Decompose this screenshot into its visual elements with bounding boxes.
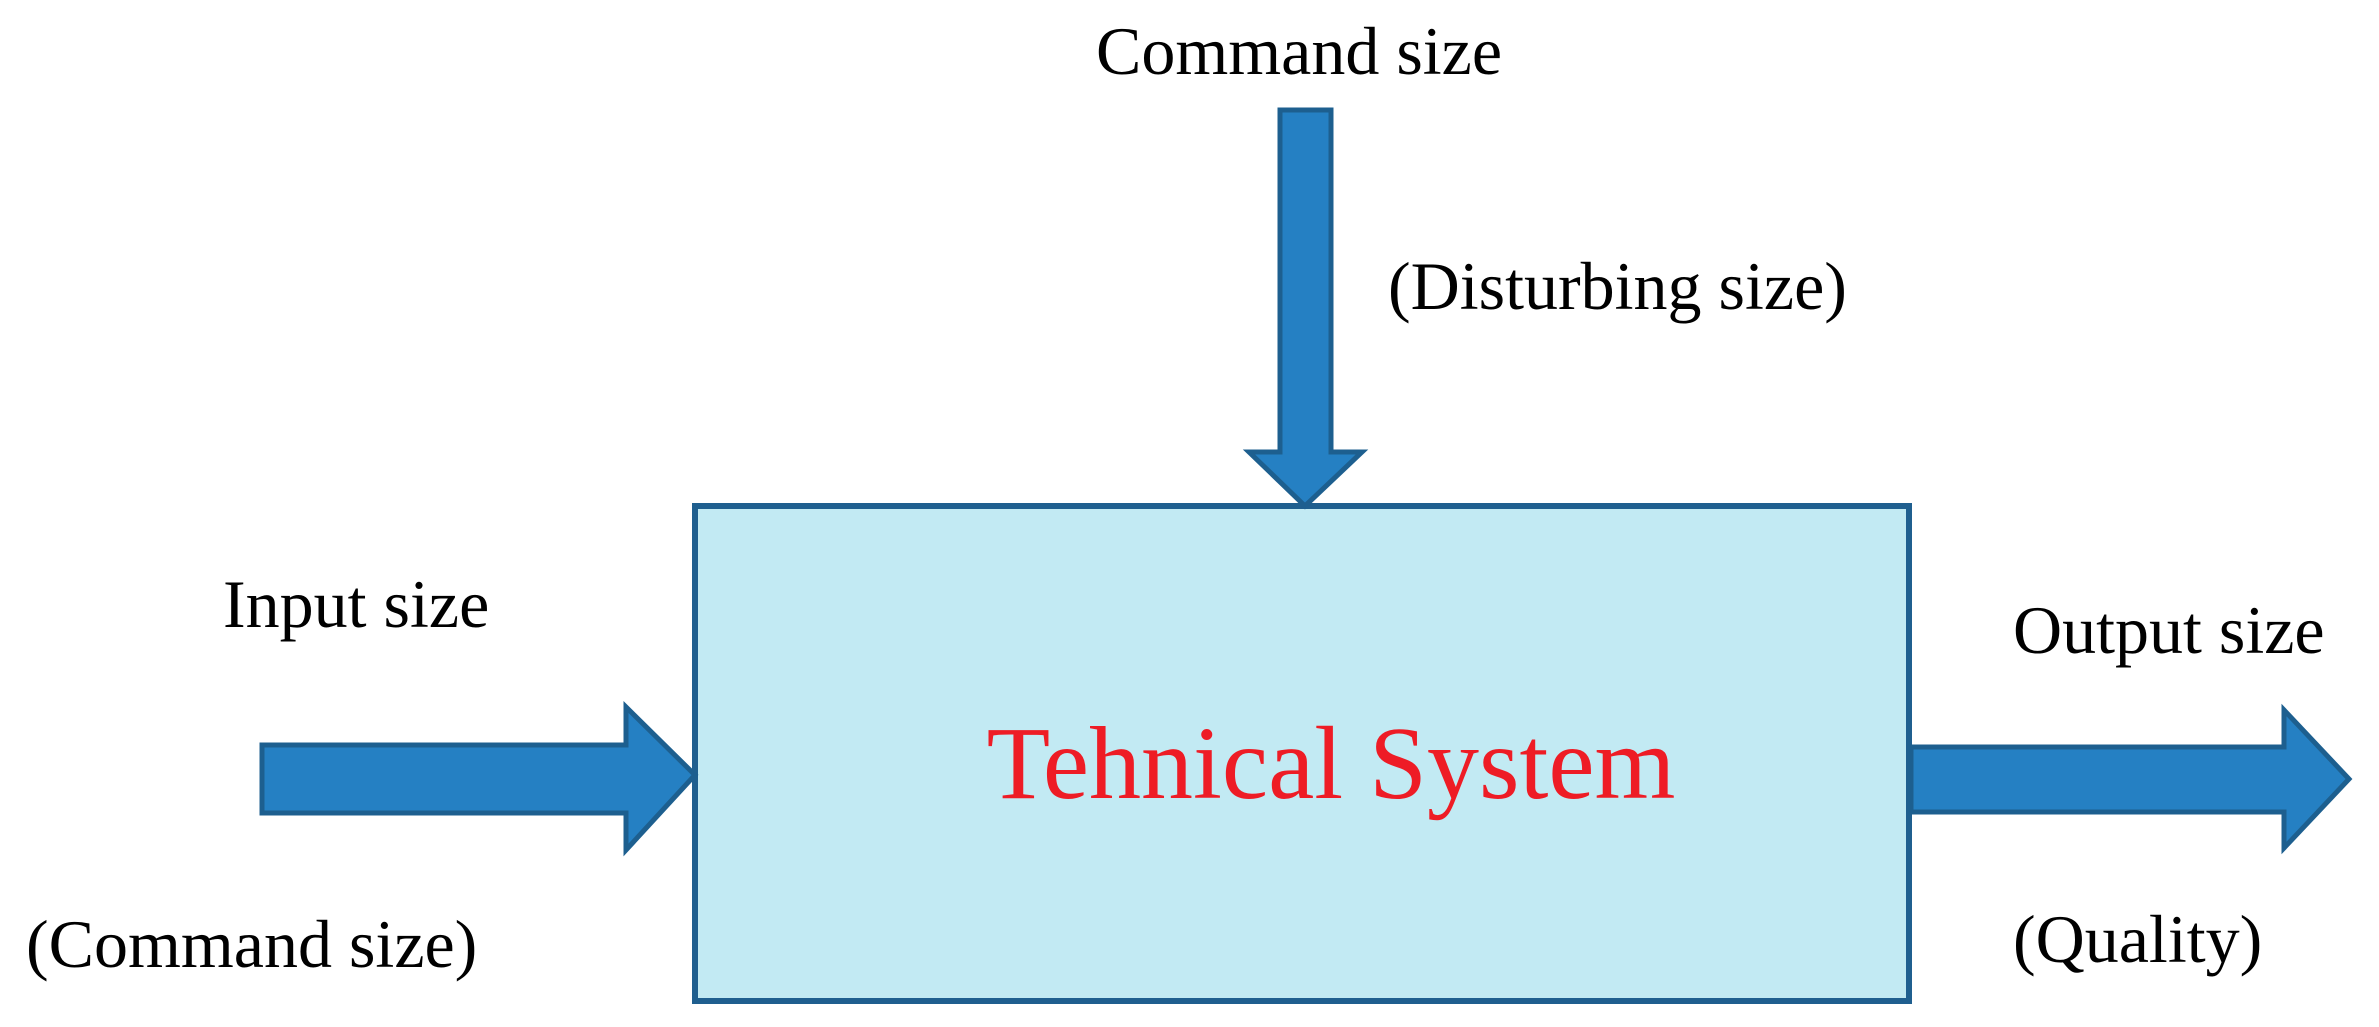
top-sublabel: (Disturbing size) bbox=[1388, 248, 1847, 324]
top-label: Command size bbox=[1096, 13, 1503, 89]
top-input-arrow bbox=[1242, 107, 1369, 510]
right-output-arrow bbox=[1908, 703, 2353, 855]
left-label: Input size bbox=[223, 566, 490, 642]
right-label: Output size bbox=[2013, 592, 2325, 668]
right-sublabel: (Quality) bbox=[2013, 901, 2263, 977]
system-label: Tehnical System bbox=[986, 706, 1676, 821]
system-box bbox=[692, 503, 1912, 1004]
left-input-arrow bbox=[259, 701, 699, 857]
left-sublabel: (Command size) bbox=[26, 906, 478, 982]
